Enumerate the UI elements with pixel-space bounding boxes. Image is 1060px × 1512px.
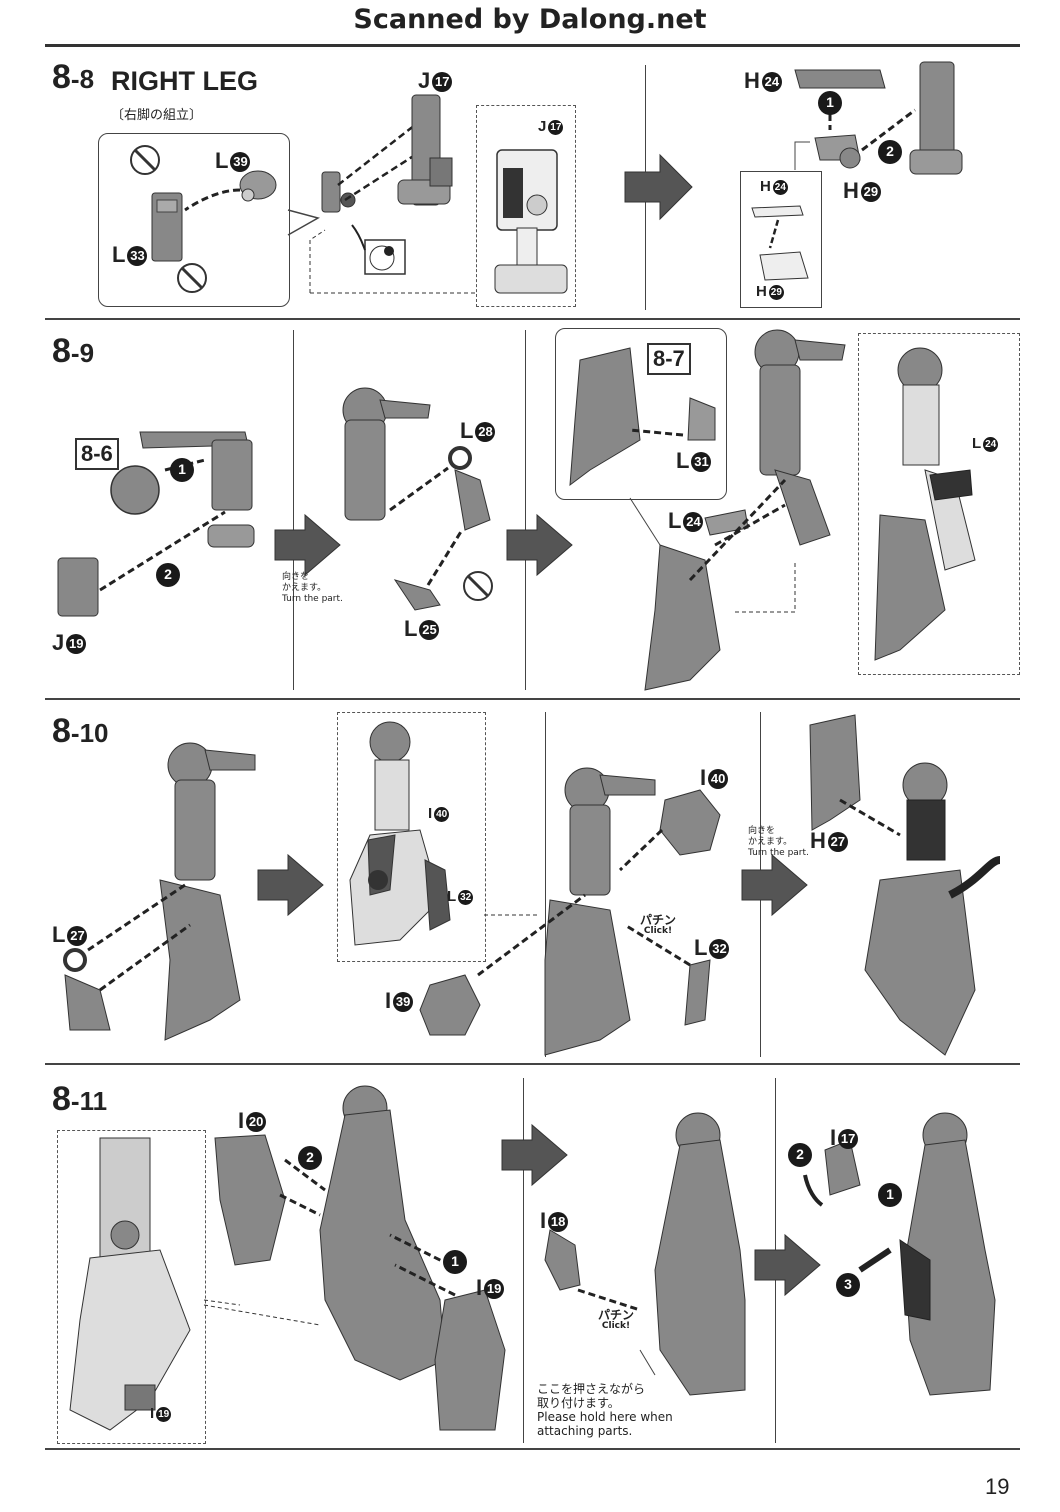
assembly-detail-box [337,712,486,962]
detail-callout [555,328,727,500]
order-mark-1 [818,91,842,115]
step-number-8-11: 8-11 [52,1080,108,1118]
step-number-8-10: 8-10 [52,712,109,750]
order-mark-3 [836,1273,860,1297]
scanner-credit: Scanned by Dalong.net [353,4,707,35]
order-mark-2 [156,563,180,587]
page-number: 19 [985,1474,1010,1499]
order-mark-1 [878,1183,902,1207]
hold-note: ここを押さえながら 取り付けます。 Please hold here when … [537,1382,673,1438]
bottom-rule [45,1448,1020,1450]
h-parts-detail-box [740,171,822,308]
j17-detail-box [476,105,576,307]
section-subtitle-jp: 〔右脚の組立〕 [111,108,203,123]
panel-divider [545,712,546,1057]
order-mark-2 [788,1143,812,1167]
order-mark-1 [170,458,194,482]
reference-step-8-7: 8-7 [647,343,691,375]
order-mark-1 [443,1250,467,1274]
order-mark-text: 1 [826,94,834,110]
order-mark-2 [878,140,902,164]
panel-divider [525,330,526,690]
no-cut-icon [463,571,493,601]
panel-divider [523,1078,524,1443]
order-mark-text: 1 [178,461,186,477]
assembly-detail-box [858,333,1020,675]
order-mark-text: 2 [164,566,172,582]
step-number-8-8: 8-8 [52,58,95,96]
assembly-detail-box [57,1130,206,1444]
turn-part-note: 向きをかえます。Turn the part. [748,826,809,858]
order-mark-text: 1 [886,1186,894,1202]
no-cut-icon [130,145,160,175]
step-number-8-9: 8-9 [52,332,95,370]
order-mark-2 [298,1146,322,1170]
row-divider [45,318,1020,320]
order-mark-text: 2 [306,1149,314,1165]
detail-callout [98,133,290,307]
order-mark-text: 2 [796,1146,804,1162]
order-mark-text: 2 [886,143,894,159]
order-mark-text: 3 [844,1276,852,1292]
reference-step-8-6: 8-6 [75,438,119,470]
panel-divider [293,330,294,690]
row-divider [45,698,1020,700]
order-mark-text: 1 [451,1253,459,1269]
section-title: RIGHT LEG [111,66,258,96]
turn-part-note: 向きをかえます。Turn the part. [282,572,343,604]
row-divider [45,1063,1020,1065]
top-rule [45,44,1020,47]
no-cut-icon [177,263,207,293]
